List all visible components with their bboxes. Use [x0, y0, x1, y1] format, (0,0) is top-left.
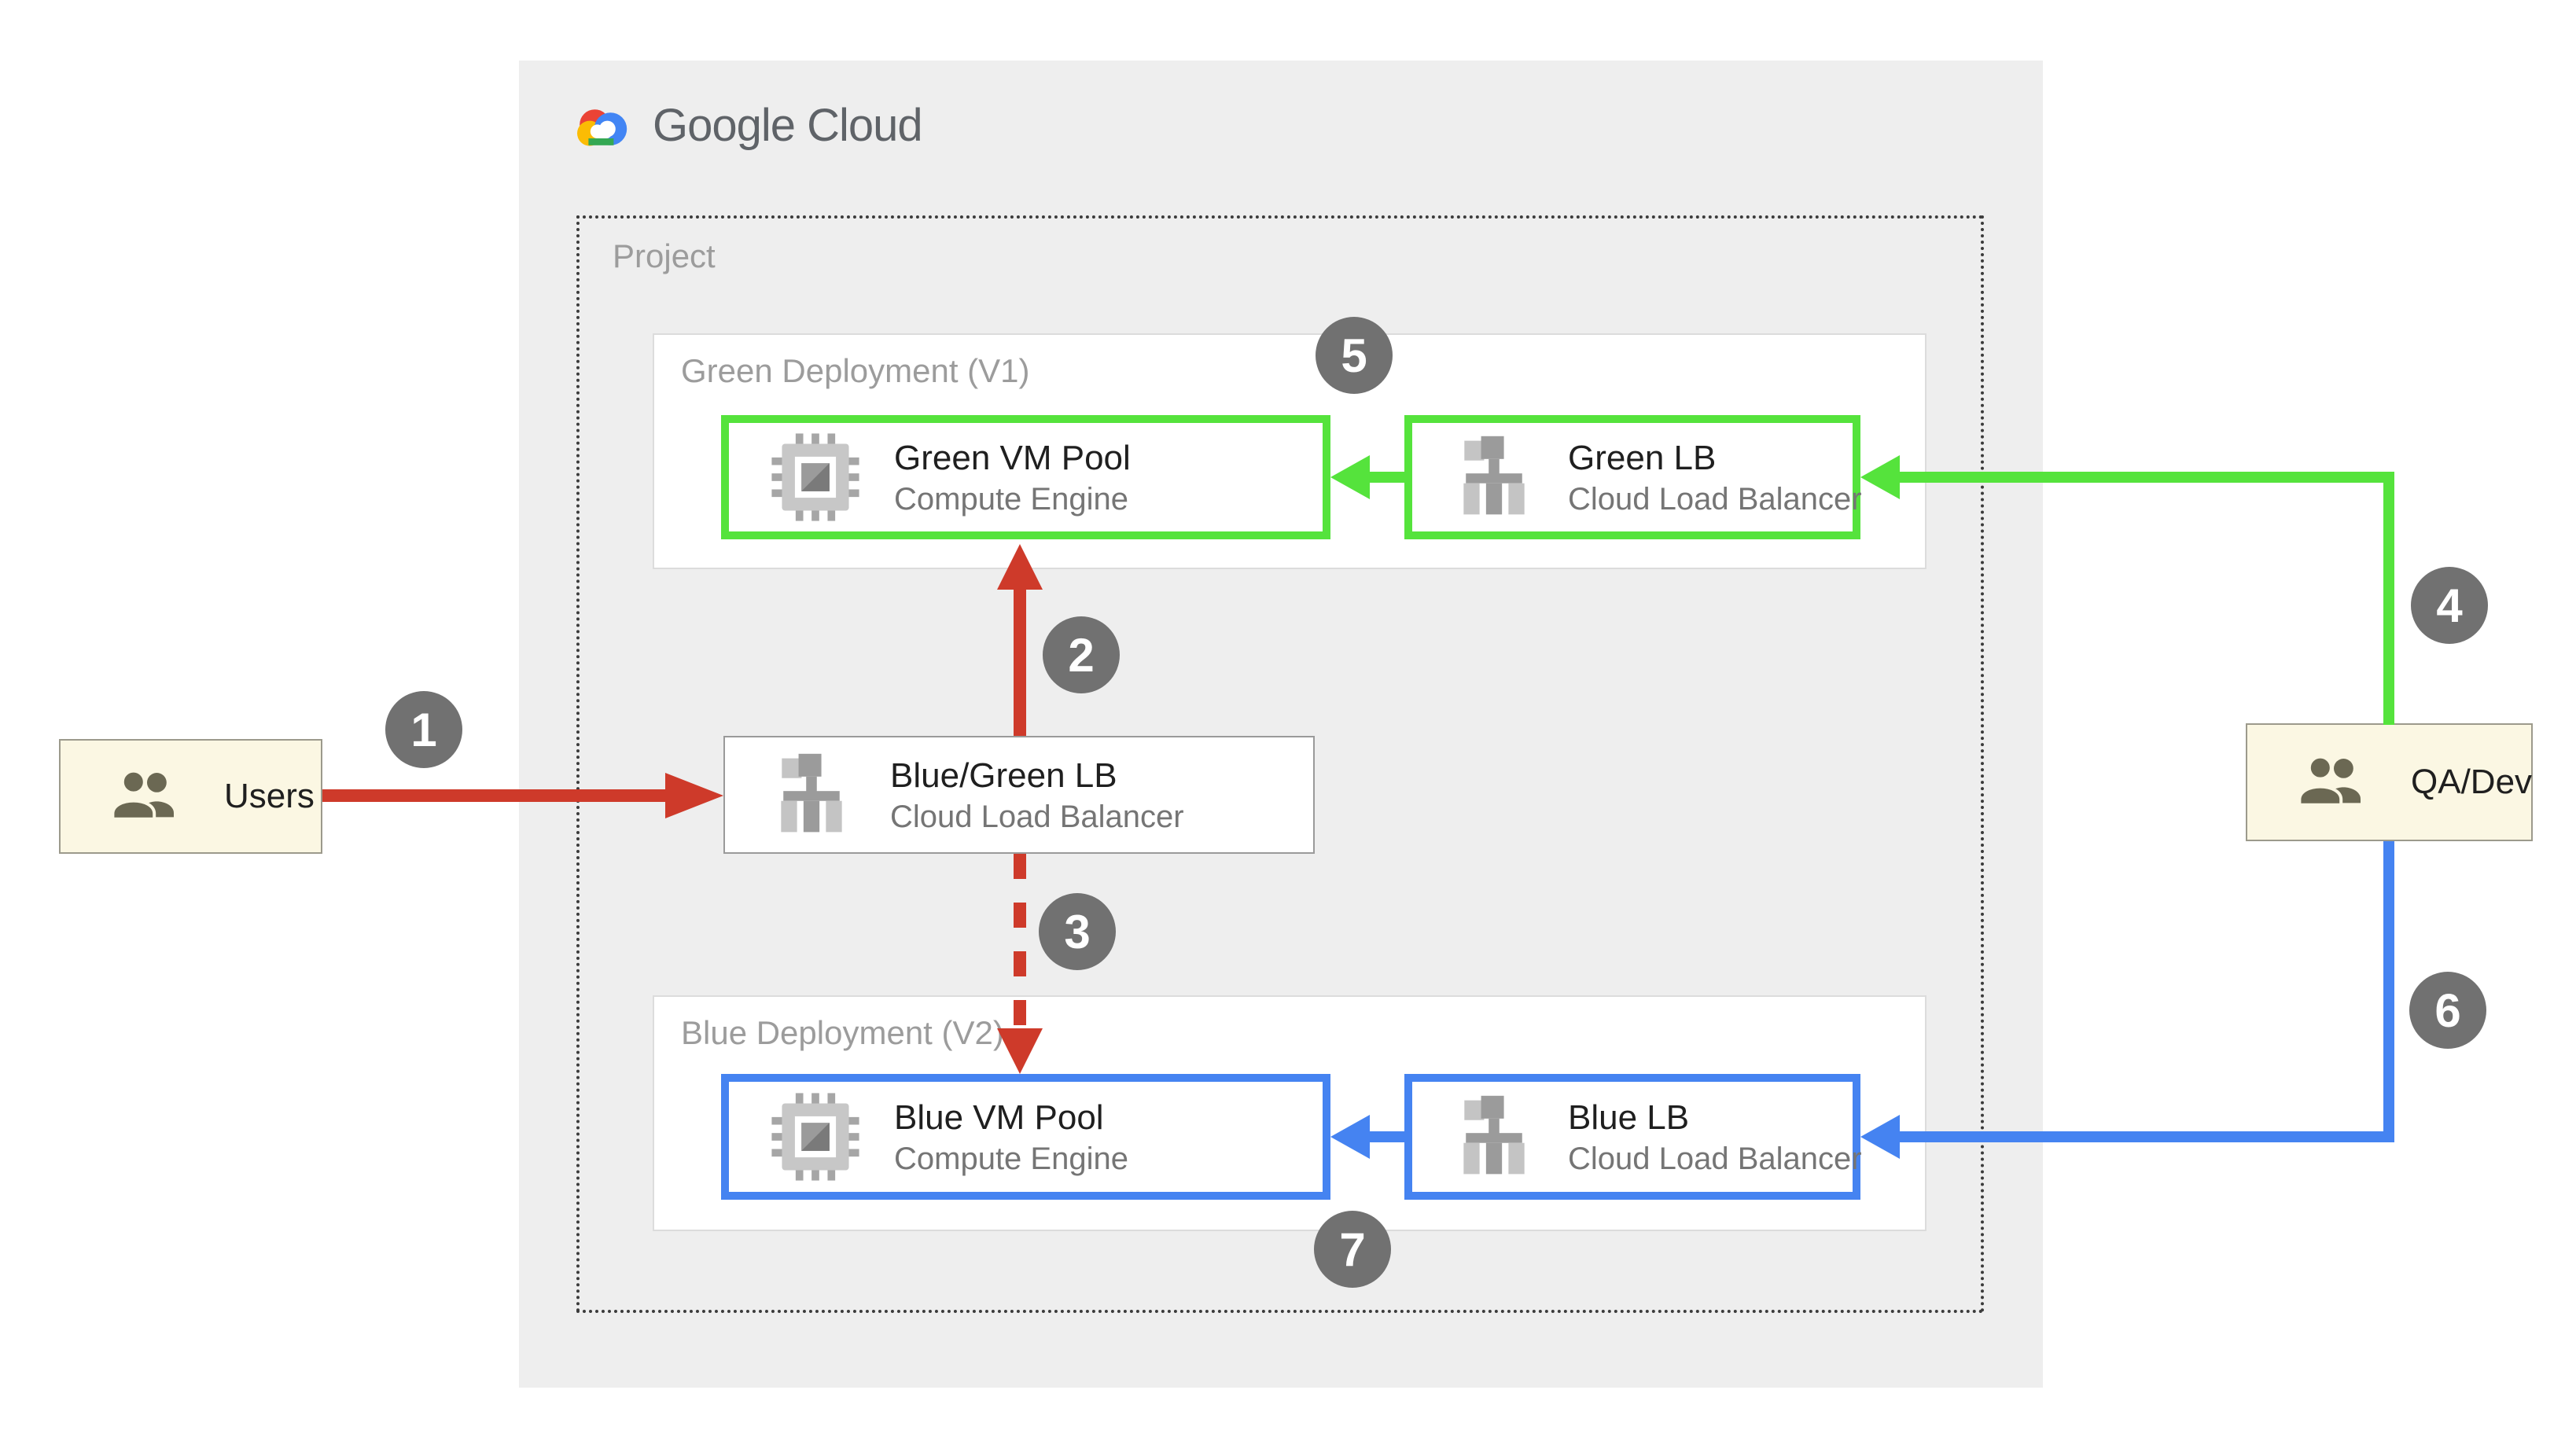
node-text: Blue/Green LB Cloud Load Balancer	[890, 754, 1184, 836]
qa-to-blue-lb-vertical	[2383, 841, 2394, 1142]
arrow-users-to-lb-shaft	[322, 789, 668, 802]
qa-to-green-lb-head	[1860, 455, 1900, 499]
blue-deployment-label: Blue Deployment (V2)	[681, 1014, 1004, 1051]
node-subtitle: Compute Engine	[894, 481, 1128, 517]
node-title: Green VM Pool	[894, 438, 1131, 477]
google-cloud-logo: Google Cloud	[571, 99, 923, 152]
qa-to-green-lb-horizontal	[1898, 472, 2394, 483]
actor-qa-dev: QA/Dev	[2246, 723, 2533, 841]
compute-engine-icon	[771, 433, 859, 521]
node-title: Blue/Green LB	[890, 756, 1117, 795]
logo-text: Google Cloud	[653, 100, 923, 151]
node-subtitle: Cloud Load Balancer	[1568, 1141, 1862, 1176]
load-balancer-icon	[781, 753, 842, 833]
green-lb-to-vm-head	[1330, 455, 1370, 499]
google-cloud-logo-icon	[577, 108, 627, 146]
load-balancer-icon	[1463, 1095, 1525, 1175]
step-badge-6: 6	[2409, 972, 2486, 1049]
node-green-lb: Green LB Cloud Load Balancer	[1404, 415, 1862, 539]
node-title: Green LB	[1568, 438, 1717, 477]
arrow-users-to-lb-head	[665, 773, 723, 818]
node-subtitle: Cloud Load Balancer	[890, 799, 1184, 834]
project-label: Project	[613, 237, 716, 274]
node-blue-lb: Blue LB Cloud Load Balancer	[1404, 1074, 1862, 1200]
actor-label: QA/Dev	[2411, 763, 2533, 801]
node-subtitle: Cloud Load Balancer	[1568, 481, 1862, 517]
compute-engine-icon	[771, 1093, 859, 1181]
blue-lb-to-vm-shaft	[1365, 1131, 1404, 1142]
step-badge-4: 4	[2411, 567, 2488, 644]
node-title: Blue VM Pool	[894, 1098, 1104, 1137]
step-badge-2: 2	[1043, 616, 1120, 693]
node-text: Green LB Cloud Load Balancer	[1568, 436, 1862, 519]
qa-to-green-lb-vertical	[2383, 472, 2394, 725]
arrow-lb-to-blue-vm-head	[997, 1028, 1043, 1074]
step-badge-3: 3	[1039, 893, 1116, 970]
arrow-lb-to-green-vm-shaft	[1014, 588, 1026, 736]
node-blue-vm-pool: Blue VM Pool Compute Engine	[721, 1074, 1330, 1200]
actor-label: Users	[224, 777, 315, 815]
green-deployment-label: Green Deployment (V1)	[681, 352, 1030, 389]
green-lb-to-vm-shaft	[1365, 472, 1404, 483]
blue-lb-to-vm-head	[1330, 1115, 1370, 1159]
project-container: Project	[576, 215, 1984, 1313]
actor-users: Users	[59, 739, 322, 854]
step-badge-5: 5	[1316, 317, 1393, 394]
users-icon	[111, 769, 174, 821]
node-text: Blue VM Pool Compute Engine	[894, 1096, 1128, 1178]
load-balancer-icon	[1463, 436, 1525, 515]
node-title: Blue LB	[1568, 1098, 1690, 1137]
node-bluegreen-lb: Blue/Green LB Cloud Load Balancer	[723, 736, 1315, 854]
arrow-lb-to-green-vm-head	[997, 544, 1043, 590]
node-green-vm-pool: Green VM Pool Compute Engine	[721, 415, 1330, 539]
users-icon	[2298, 755, 2361, 807]
node-text: Green VM Pool Compute Engine	[894, 436, 1131, 519]
step-badge-7: 7	[1314, 1211, 1391, 1288]
step-badge-1: 1	[385, 691, 462, 768]
qa-to-blue-lb-head	[1860, 1115, 1900, 1159]
arrow-lb-to-blue-vm-shaft	[1014, 854, 1026, 1028]
qa-to-blue-lb-horizontal	[1898, 1131, 2394, 1142]
node-subtitle: Compute Engine	[894, 1141, 1128, 1176]
node-text: Blue LB Cloud Load Balancer	[1568, 1096, 1862, 1178]
